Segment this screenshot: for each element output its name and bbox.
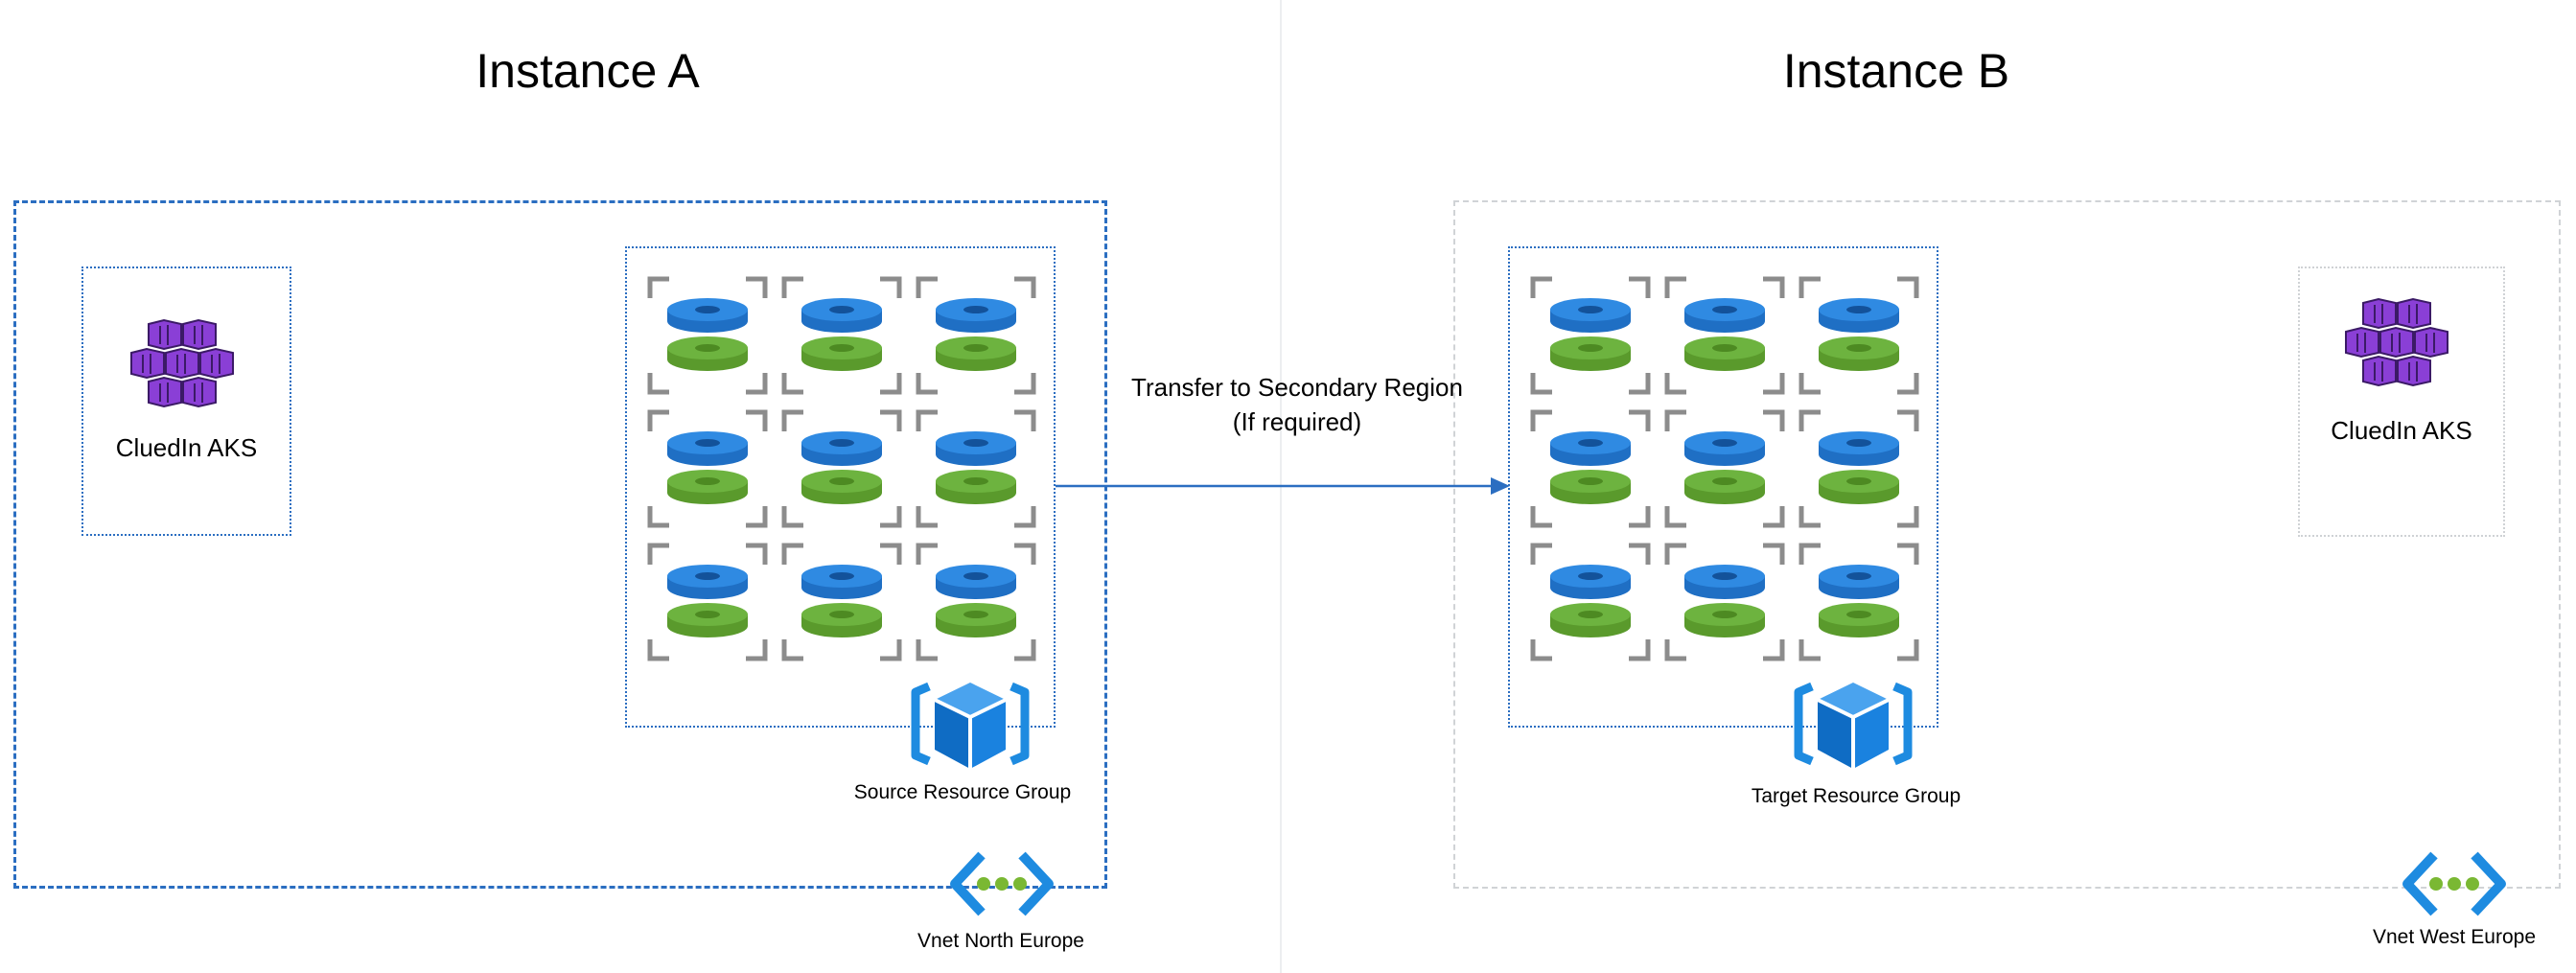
aks-cube	[2379, 326, 2414, 359]
aks-a-box: CluedIn AKS	[81, 266, 291, 536]
vnet-north-europe-label: Vnet North Europe	[917, 930, 1084, 952]
aks-icon	[130, 318, 234, 408]
vnet-icon	[2402, 851, 2506, 916]
database-icon	[1530, 409, 1651, 528]
database-icon	[781, 543, 902, 661]
database-icon	[647, 409, 768, 528]
aks-cube	[2362, 355, 2397, 387]
database-icon	[1799, 543, 1919, 661]
database-icon	[1664, 276, 1785, 395]
database-icon	[1530, 543, 1651, 661]
aks-cube	[2414, 326, 2448, 359]
resource-group-icon	[1794, 682, 1913, 769]
aks-cube	[182, 376, 217, 408]
database-icon	[1530, 276, 1651, 395]
database-icon	[781, 276, 902, 395]
aks-cube	[199, 347, 234, 380]
database-icon	[916, 409, 1036, 528]
database-icon	[1799, 276, 1919, 395]
database-icon	[647, 276, 768, 395]
database-icon	[916, 276, 1036, 395]
instance-a-title: Instance A	[476, 44, 700, 98]
aks-b-box: CluedIn AKS	[2298, 266, 2505, 537]
aks-cube	[2397, 355, 2431, 387]
database-icon	[1664, 543, 1785, 661]
vnet-icon	[950, 851, 1054, 916]
aks-cube	[182, 318, 217, 351]
aks-cube	[148, 318, 182, 351]
source-resource-group-box	[625, 246, 1056, 728]
target-resource-group-label: Target Resource Group	[1751, 785, 1961, 807]
aks-cube	[2345, 326, 2379, 359]
center-divider	[1280, 0, 1282, 973]
aks-cube	[2362, 297, 2397, 330]
instance-b-title: Instance B	[1782, 44, 2010, 98]
aks-cube	[2397, 297, 2431, 330]
transfer-label-line2: (If required)	[1232, 407, 1362, 436]
database-icon	[781, 409, 902, 528]
aks-b-label: CluedIn AKS	[2331, 416, 2472, 445]
aks-cube	[130, 318, 234, 408]
database-icon	[647, 543, 768, 661]
transfer-label-line1: Transfer to Secondary Region	[1131, 373, 1463, 402]
target-database-grid	[1530, 276, 1919, 661]
source-database-grid	[647, 276, 1036, 661]
aks-cube	[148, 376, 182, 408]
database-icon	[1799, 409, 1919, 528]
database-icon	[1664, 409, 1785, 528]
target-resource-group-box	[1508, 246, 1938, 728]
aks-cube	[130, 347, 165, 380]
aks-cube	[165, 347, 199, 380]
aks-icon	[2345, 297, 2448, 387]
database-icon	[916, 543, 1036, 661]
resource-group-icon	[911, 682, 1030, 769]
vnet-west-europe-boundary	[1453, 200, 2561, 889]
source-resource-group-label: Source Resource Group	[853, 781, 1072, 803]
vnet-north-europe-boundary	[13, 200, 1107, 889]
aks-a-label: CluedIn AKS	[115, 433, 258, 462]
vnet-west-europe-label: Vnet West Europe	[2372, 926, 2537, 948]
